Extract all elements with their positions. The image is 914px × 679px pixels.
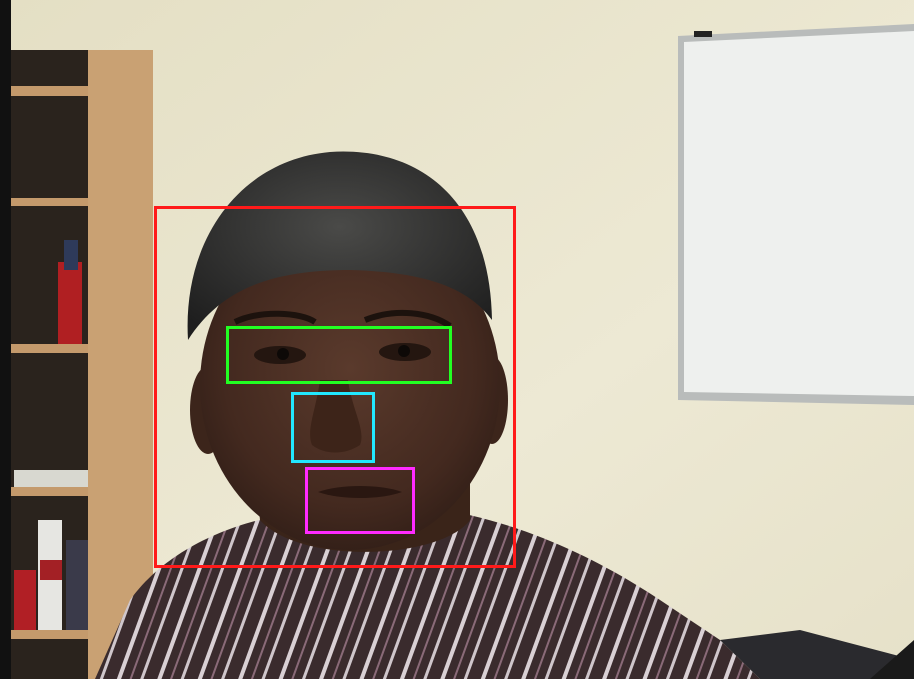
hair — [187, 151, 492, 340]
frame-edge — [0, 0, 11, 679]
face-detection-box — [154, 206, 516, 568]
whiteboard — [678, 24, 914, 405]
shirt — [95, 508, 914, 679]
eyes-detection-box — [226, 326, 452, 384]
bookshelf — [11, 50, 153, 679]
mouth-detection-box — [305, 467, 415, 534]
nose-detection-box — [291, 392, 375, 463]
face — [200, 220, 500, 550]
